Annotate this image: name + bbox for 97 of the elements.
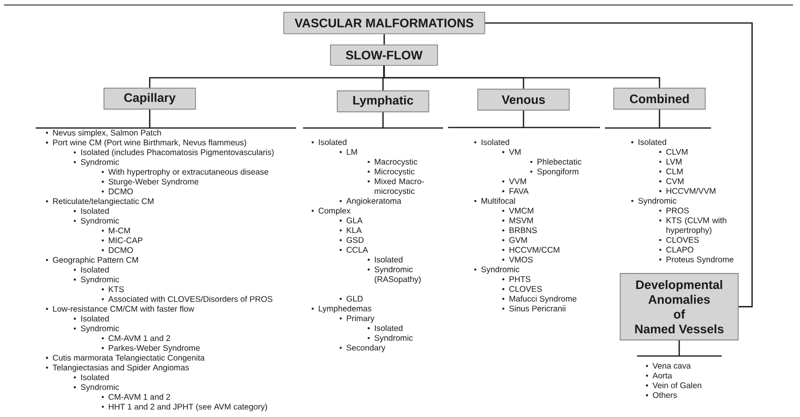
- connector-line: [485, 22, 753, 308]
- list-item: Telangiectasias and Spider Angiomas: [52, 364, 189, 372]
- list-item: CLM: [666, 168, 683, 174]
- category-box: SLOW-FLOW: [330, 44, 438, 66]
- connector-line: [382, 112, 384, 128]
- list-item: Mafucci Syndrome: [510, 296, 576, 304]
- connector-line: [384, 34, 385, 44]
- list-item: CVM: [666, 178, 684, 184]
- list-item: Angiokeratoma: [346, 198, 402, 206]
- list-item: Parkes-Weber Syndrome: [108, 344, 200, 352]
- list-item: Port wine CM (Port wine Birthmark, Nevus flammeus): [53, 139, 246, 147]
- connector-line: [658, 110, 660, 128]
- list-item: Sturge-Weber Syndrome: [108, 178, 198, 186]
- list-item: CM-AVM 1 and 2: [108, 335, 170, 342]
- list-item: Proteus Syndrome: [666, 256, 734, 264]
- list-item: Vena cava: [652, 362, 691, 369]
- list-item: Vein of Galen: [652, 382, 702, 388]
- list-item: Macrocystic: [374, 158, 418, 166]
- list-item: CCLA: [346, 246, 368, 253]
- list-item: Syndromic (RASopathy): [374, 266, 421, 284]
- list-item: Reticulate/telangiectatic CM: [53, 198, 154, 206]
- list-item: Isolated (includes Phacomatosis Pigmentovascularis): [81, 149, 274, 157]
- list-item: Isolated: [81, 208, 109, 214]
- list-item: KLA: [346, 227, 362, 234]
- list-item: MSVM: [510, 218, 533, 224]
- heading-box: VASCULAR MALFORMATIONS: [283, 12, 486, 34]
- list-item: Syndromic: [374, 334, 413, 342]
- list-item: Nevus simplex, Salmon Patch: [53, 130, 161, 138]
- list-item: CLVM: [666, 148, 688, 155]
- list-item: FAVA: [510, 188, 529, 194]
- list-item: Isolated: [374, 324, 402, 331]
- list-item: Cutis marmorata Telangiectatic Congenita: [52, 354, 205, 362]
- list-item: Isolated: [81, 374, 109, 380]
- connector-line: [522, 110, 524, 128]
- list-item: KTS (CLVM with hypertrophy): [666, 217, 726, 235]
- list-item: Lymphedemas: [318, 305, 372, 314]
- list-item: LVM: [666, 158, 682, 164]
- list-item: VMOS: [508, 256, 533, 262]
- list-item: HCCVM/VVM: [666, 188, 716, 194]
- list-item: Secondary: [346, 344, 386, 352]
- list-item: Isolated: [318, 139, 346, 146]
- list-item: Isolated: [81, 315, 109, 322]
- list-item: GSD: [346, 237, 364, 243]
- list-item: MIC-CAP: [108, 237, 142, 244]
- list-item: LM: [346, 149, 357, 155]
- category-box: Venous: [477, 88, 570, 111]
- category-box: Lymphatic: [336, 90, 430, 112]
- category-box: Developmental Anomalies of Named Vessels: [620, 273, 739, 340]
- list-item: With hypertrophy or extracutaneous disease: [108, 168, 268, 176]
- connector-line: [678, 340, 680, 356]
- connector-line: [149, 110, 150, 128]
- list-item: Primary: [346, 315, 374, 323]
- list-item: HHT 1 and 2 and JPHT (see AVM category): [108, 404, 268, 412]
- list-item: Spongiform: [537, 168, 578, 176]
- list-item: DCMO: [108, 188, 133, 194]
- list-item: VMCM: [508, 208, 534, 214]
- list-item: Low-resistance CM/CM with faster flow: [53, 306, 194, 312]
- list-item: Syndromic: [80, 158, 120, 167]
- list-item: Others: [652, 392, 677, 398]
- list-item: Syndromic: [80, 276, 120, 284]
- list-item: Geographic Pattern CM: [52, 256, 138, 264]
- list-item: VM: [508, 149, 521, 155]
- list-item: CLOVES: [509, 286, 542, 292]
- list-item: Complex: [318, 208, 350, 216]
- connector-line: [383, 66, 660, 88]
- list-item: KTS: [108, 286, 124, 292]
- list-item: Sinus Pericranii: [509, 305, 566, 312]
- list-item: Syndromic: [481, 266, 520, 274]
- list-item: Syndromic: [638, 198, 676, 206]
- list-item: GVM: [509, 237, 527, 243]
- list-item: Syndromic: [80, 218, 120, 226]
- category-box: Combined: [613, 88, 706, 110]
- list-item: PHTS: [510, 276, 530, 282]
- list-item: DCMO: [108, 247, 133, 253]
- list-item: BRBNS: [510, 227, 537, 234]
- list-item: Associated with CLOVES/Disorders of PROS: [108, 296, 272, 302]
- category-box: Capillary: [104, 88, 196, 110]
- list-item: Isolated: [374, 256, 402, 262]
- list-item: Phlebectatic: [538, 158, 582, 165]
- list-item: Syndromic: [80, 325, 120, 333]
- list-item: Isolated: [638, 138, 666, 145]
- list-item: GLD: [346, 296, 363, 302]
- list-item: CLAPO: [666, 246, 694, 253]
- list-item: Multifocal: [482, 198, 515, 204]
- list-item: Syndromic: [80, 384, 120, 392]
- list-item: CLOVES: [666, 236, 699, 243]
- list-item: PROS: [666, 208, 689, 214]
- list-item: Microcystic: [374, 168, 415, 176]
- list-item: CM-AVM 1 and 2: [108, 394, 170, 400]
- list-item: HCCVM/CCM: [510, 246, 560, 253]
- list-item: Aorta: [652, 372, 672, 378]
- list-item: VVM: [508, 178, 526, 184]
- list-item: Isolated: [482, 139, 510, 146]
- list-item: GLA: [346, 218, 363, 224]
- list-item: Isolated: [81, 266, 109, 273]
- list-item: Mixed Macro-microcystic: [374, 178, 424, 196]
- list-item: M-CM: [108, 228, 130, 234]
